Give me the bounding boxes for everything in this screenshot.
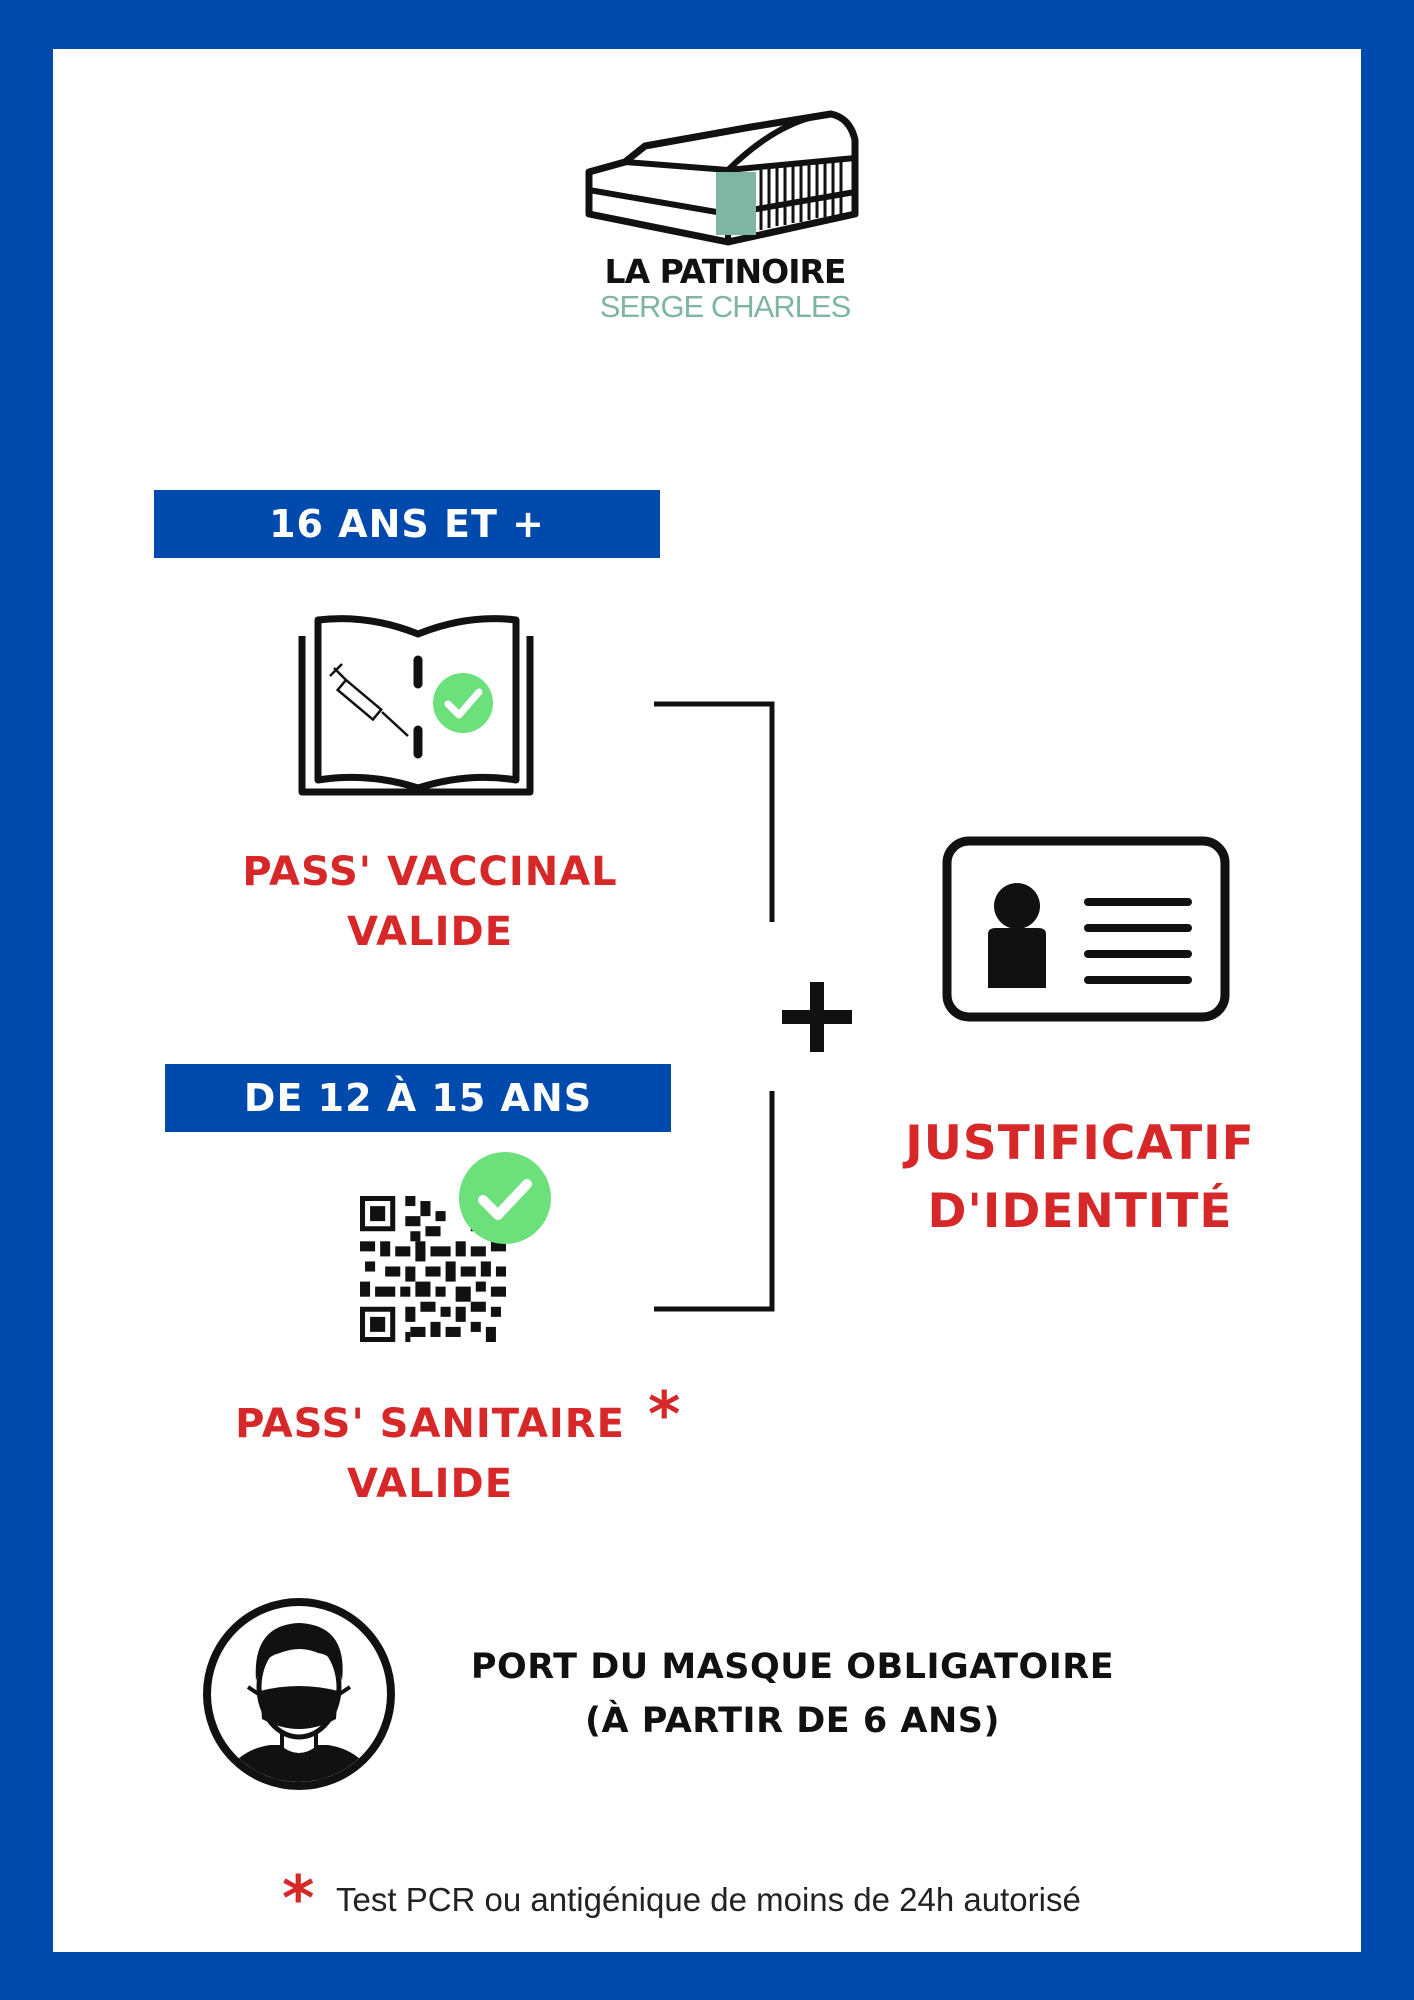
mask-mandatory-text: PORT DU MASQUE OBLIGATOIRE (À PARTIR DE … — [420, 1640, 1165, 1748]
pass-vaccinal-line1: PASS' VACCINAL — [242, 849, 618, 895]
bracket-connector-top — [654, 701, 775, 922]
mask-line2: (À PARTIR DE 6 ANS) — [585, 1701, 1000, 1741]
check-badge-icon — [459, 1152, 551, 1244]
qr-code-icon — [360, 1196, 506, 1342]
identity-line1: JUSTIFICATIF — [905, 1116, 1255, 1171]
logo-subtitle: SERGE CHARLES — [599, 289, 852, 324]
pass-sanitaire-line2: VALIDE — [346, 1461, 514, 1507]
logo-title: LA PATINOIRE — [604, 252, 847, 291]
id-card-icon — [942, 836, 1230, 1022]
banner-12-15: DE 12 À 15 ANS — [165, 1064, 671, 1132]
bracket-connector-bottom — [654, 1091, 775, 1312]
pass-sanitaire-label: PASS' SANITAIRE VALIDE — [190, 1394, 670, 1514]
syringe-icon — [329, 663, 409, 737]
identity-line2: D'IDENTITÉ — [927, 1184, 1233, 1239]
vaccination-booklet-icon — [298, 615, 534, 796]
pass-vaccinal-label: PASS' VACCINAL VALIDE — [190, 842, 670, 962]
masked-person-icon — [203, 1598, 395, 1790]
footnote-asterisk: * — [282, 1862, 315, 1935]
plus-icon — [782, 982, 852, 1052]
pass-sanitaire-line1: PASS' SANITAIRE — [235, 1401, 625, 1447]
pass-vaccinal-line2: VALIDE — [346, 909, 514, 955]
pass-sanitaire-asterisk: * — [648, 1378, 681, 1451]
identity-proof-label: JUSTIFICATIF D'IDENTITÉ — [870, 1110, 1290, 1246]
footnote-text: Test PCR ou antigénique de moins de 24h … — [336, 1881, 1081, 1918]
banner-16-plus: 16 ANS ET + — [154, 490, 660, 558]
rink-building-icon — [585, 110, 859, 246]
mask-line1: PORT DU MASQUE OBLIGATOIRE — [470, 1647, 1115, 1687]
